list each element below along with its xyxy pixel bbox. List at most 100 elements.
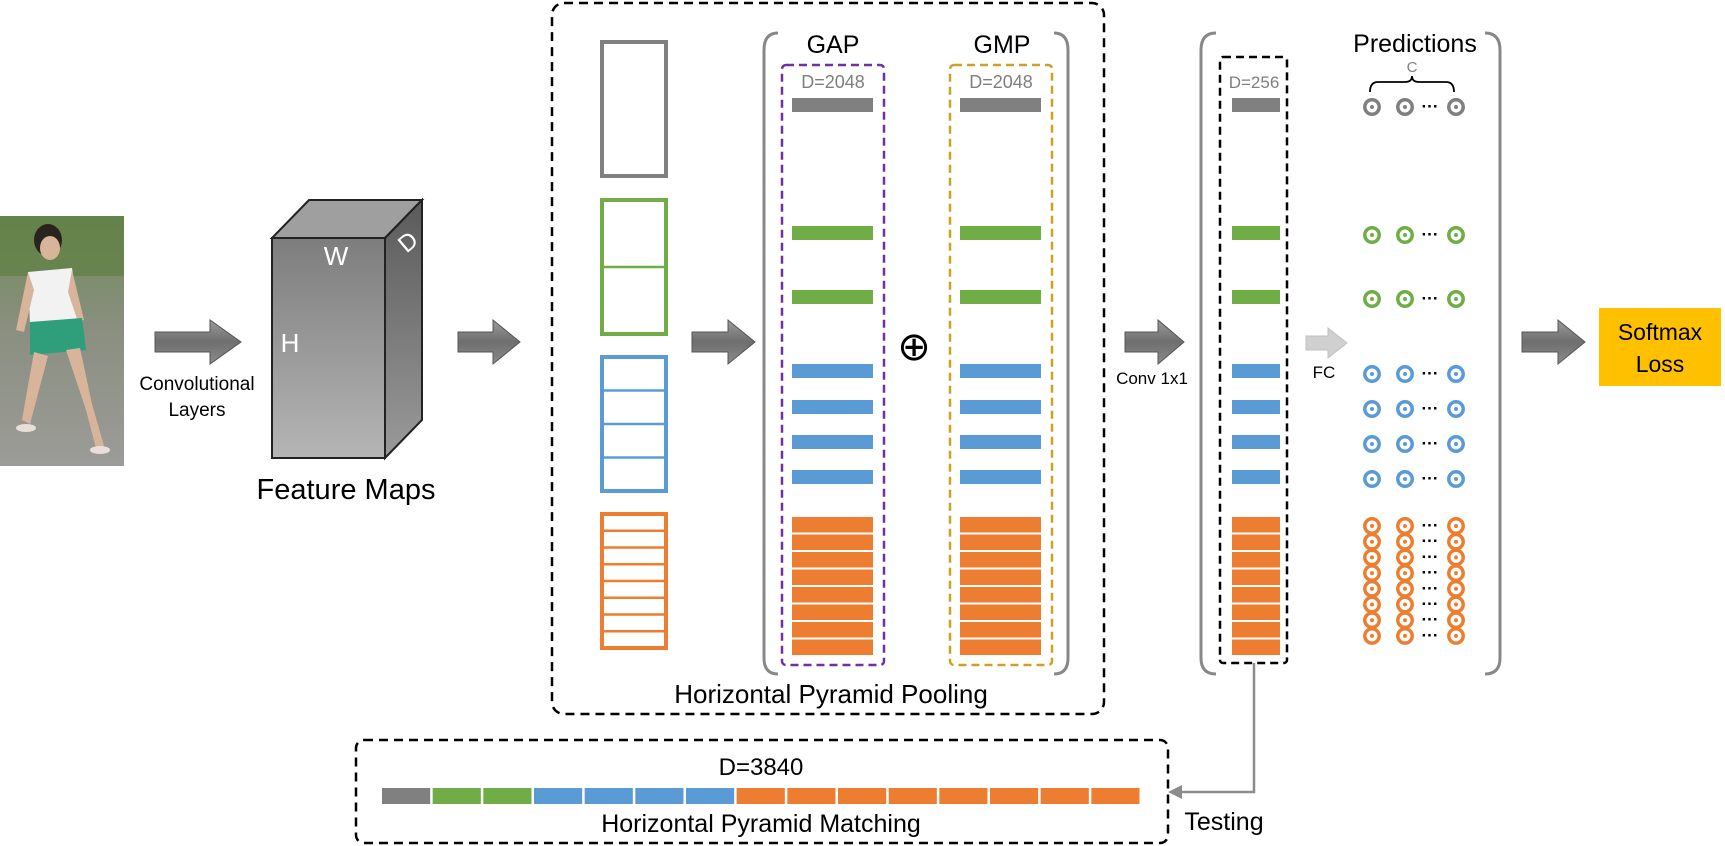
prediction-ellipsis: ··· [1422, 516, 1439, 535]
hpm-segment-blue [584, 788, 633, 804]
prediction-node-center [1454, 618, 1458, 623]
prediction-node-center [1403, 297, 1407, 301]
gap-bar-green [792, 226, 873, 240]
hpm-box [354, 738, 1170, 845]
conv-bar-orange [1232, 622, 1280, 638]
prediction-node-center [1370, 571, 1374, 576]
conv-bar-orange [1232, 534, 1280, 550]
hpm-segment-orange [787, 788, 836, 804]
gap-bar-orange [792, 552, 873, 568]
flow-arrows [154, 318, 1586, 366]
hpm-segment-blue [635, 788, 684, 804]
prediction-node-center [1370, 555, 1374, 560]
arrow-icon [1521, 318, 1586, 366]
hpm-segment-orange [888, 788, 937, 804]
conv-bar-blue [1232, 470, 1280, 484]
prediction-node-center [1403, 571, 1407, 576]
gmp-bar-blue [960, 435, 1041, 449]
prediction-ellipsis: ··· [1422, 364, 1439, 383]
conv-bar-blue [1232, 435, 1280, 449]
prediction-node-center [1370, 539, 1374, 544]
gmp-bar-gray [960, 98, 1041, 112]
gmp-bar-orange [960, 517, 1041, 533]
conv-bar-orange [1232, 604, 1280, 620]
prediction-node-center [1454, 407, 1458, 411]
gmp-bar-green [960, 226, 1041, 240]
prediction-node-center [1370, 442, 1374, 446]
prediction-ellipsis: ··· [1422, 434, 1439, 453]
hpm-segment-orange [990, 788, 1039, 804]
partition-gray [600, 40, 668, 178]
gap-bar-blue [792, 470, 873, 484]
gap-bar-orange [792, 639, 873, 655]
gmp-title: GMP [974, 31, 1031, 59]
arrow-icon [691, 318, 756, 366]
gap-bar-gray [792, 98, 873, 112]
prediction-node-center [1454, 442, 1458, 446]
prediction-ellipsis: ··· [1422, 469, 1439, 488]
gmp-bar-blue [960, 470, 1041, 484]
hpp-label: Horizontal Pyramid Pooling [674, 679, 988, 709]
cube-width-label: W [324, 241, 349, 271]
hpm-segment-gray [382, 788, 431, 804]
hpm-segment-blue [534, 788, 583, 804]
hpm-segment-green [432, 788, 481, 804]
hpm-segment-green [483, 788, 532, 804]
conv-bar-orange [1232, 639, 1280, 655]
fc-label: FC [1313, 363, 1336, 382]
predictions-bracket-right [1484, 31, 1502, 676]
gmp-bar-green [960, 290, 1041, 304]
prediction-node-center [1370, 633, 1374, 638]
prediction-node-center [1403, 586, 1407, 591]
gmp-bar-orange [960, 569, 1041, 585]
testing-connector [1180, 663, 1256, 794]
prediction-nodes: ········································… [1363, 97, 1465, 645]
prediction-node-center [1454, 602, 1458, 607]
gap-box [780, 63, 886, 667]
gmp-bar-blue [960, 364, 1041, 378]
hpm-feature-vector [382, 788, 1140, 804]
hpm-segment-orange [736, 788, 785, 804]
prediction-node-center [1454, 539, 1458, 544]
predictions-bracket-left [1199, 31, 1217, 676]
prediction-node-center [1370, 602, 1374, 607]
gap-bar-orange [792, 622, 873, 638]
prediction-node-center [1454, 586, 1458, 591]
prediction-ellipsis: ··· [1422, 563, 1439, 582]
gap-title: GAP [807, 31, 860, 59]
classes-label: C [1407, 59, 1418, 76]
gmp-feature-bars [960, 98, 1041, 655]
gmp-box [948, 63, 1054, 667]
pyramid-partitions [600, 40, 668, 650]
prediction-node-center [1454, 297, 1458, 301]
hpp-box [550, 1, 1106, 716]
prediction-ellipsis: ··· [1422, 97, 1439, 116]
conv-layers-label: Layers [168, 400, 225, 421]
prediction-ellipsis: ··· [1422, 610, 1439, 629]
prediction-node-center [1370, 407, 1374, 411]
prediction-ellipsis: ··· [1422, 289, 1439, 308]
prediction-ellipsis: ··· [1422, 547, 1439, 566]
conv1x1-label: Conv 1x1 [1116, 369, 1188, 388]
hpm-segment-orange [1040, 788, 1089, 804]
prediction-ellipsis: ··· [1422, 225, 1439, 244]
fc-arrow-icon [1305, 326, 1348, 360]
prediction-node-center [1370, 105, 1374, 109]
gap-bar-orange [792, 534, 873, 550]
prediction-node-center [1454, 555, 1458, 560]
prediction-ellipsis: ··· [1422, 579, 1439, 598]
gmp-bar-orange [960, 587, 1041, 603]
concat-symbol: ⊕ [897, 325, 931, 369]
prediction-node-center [1403, 372, 1407, 376]
conv-bar-orange [1232, 569, 1280, 585]
prediction-ellipsis: ··· [1422, 626, 1439, 645]
prediction-ellipsis: ··· [1422, 399, 1439, 418]
conv-bar-gray [1232, 98, 1280, 112]
gmp-bar-blue [960, 400, 1041, 414]
testing-label: Testing [1184, 808, 1263, 836]
prediction-node-center [1454, 524, 1458, 528]
pedestrian-photo-icon [0, 216, 124, 466]
conv-bar-orange [1232, 552, 1280, 568]
gmp-bar-orange [960, 622, 1041, 638]
